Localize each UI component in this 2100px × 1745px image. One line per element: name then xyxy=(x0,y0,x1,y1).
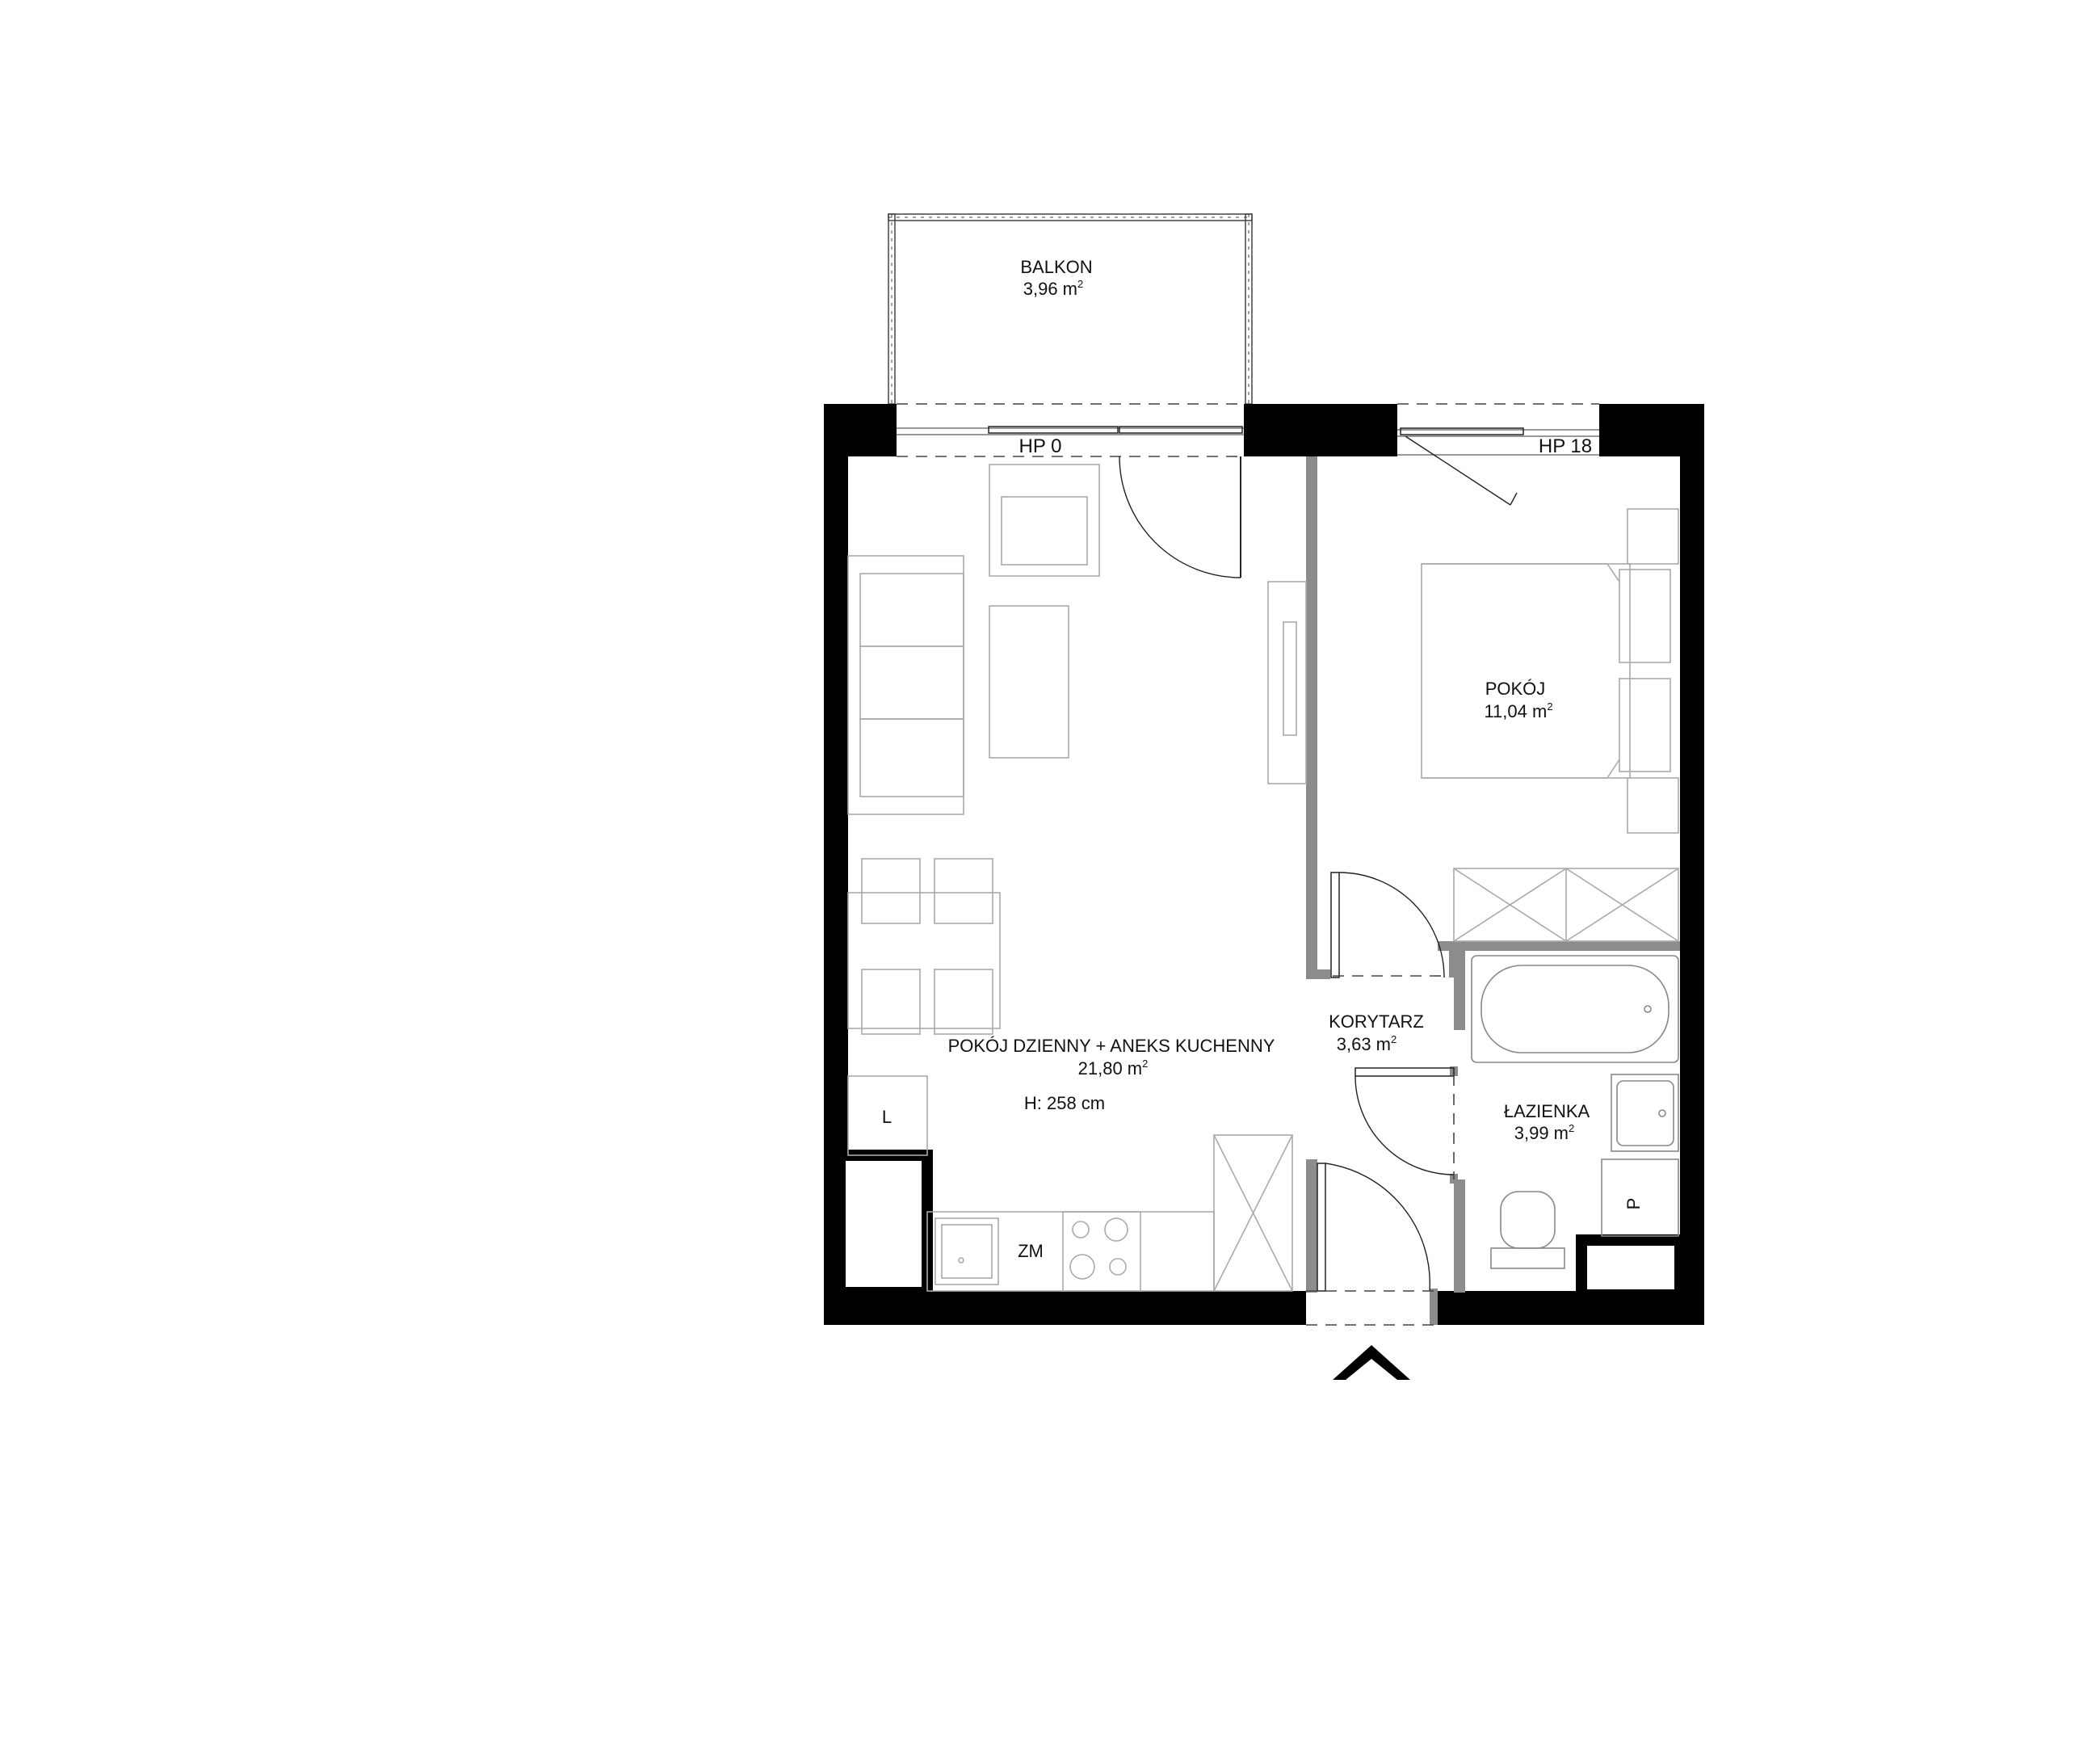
partition-entrance-left xyxy=(1306,1159,1317,1293)
svg-text:3,96 m2: 3,96 m2 xyxy=(1023,278,1084,299)
bathroom-fixtures xyxy=(1471,955,1679,1269)
wall-top-middle xyxy=(1244,404,1397,456)
wall-left-upper xyxy=(824,404,848,1135)
living-height: H: 258 cm xyxy=(1024,1093,1105,1113)
dining-table xyxy=(847,892,1001,1029)
washing-machine xyxy=(1601,1158,1679,1237)
sink xyxy=(934,1217,999,1285)
room-label-bedroom: POKÓJ 11,04 m2 xyxy=(1484,679,1552,721)
partition-bedroom-bath xyxy=(1438,941,1680,951)
svg-text:3,99 m2: 3,99 m2 xyxy=(1514,1122,1575,1143)
bedroom-area: 11,04 m xyxy=(1484,701,1547,721)
entrance-arrow-icon xyxy=(1333,1345,1410,1380)
living-furniture xyxy=(847,464,1307,1156)
hp-0-label: HP 0 xyxy=(1019,435,1062,457)
burner xyxy=(1109,1258,1127,1276)
armchair xyxy=(989,464,1100,577)
dining-chair xyxy=(861,858,921,924)
partition-corridor-bath-bottom xyxy=(1454,1179,1465,1293)
toilet xyxy=(1500,1191,1556,1249)
washbasin xyxy=(1611,1074,1679,1152)
exterior-walls xyxy=(824,404,1704,1325)
hp-18-label: HP 18 xyxy=(1539,435,1592,457)
dining-chair xyxy=(934,969,993,1035)
bedroom-furniture xyxy=(1421,508,1679,942)
shaft-left xyxy=(834,1150,933,1298)
bed xyxy=(1421,563,1631,779)
shaft-bathroom xyxy=(1576,1234,1686,1301)
pillow xyxy=(1619,569,1671,663)
svg-text:11,04 m2: 11,04 m2 xyxy=(1484,700,1552,721)
doors xyxy=(1306,872,1455,1326)
tv xyxy=(1283,621,1297,736)
partition-corridor-bath-top xyxy=(1454,941,1465,1030)
svg-text:3,63 m2: 3,63 m2 xyxy=(1337,1033,1397,1054)
svg-text:21,80 m2: 21,80 m2 xyxy=(1078,1058,1149,1079)
partition-living-bedroom xyxy=(1306,456,1317,978)
interior-partitions xyxy=(1306,456,1680,1325)
corridor-area: 3,63 m xyxy=(1337,1034,1391,1054)
room-label-living: POKÓJ DZIENNY + ANEKS KUCHENNY 21,80 m2 … xyxy=(948,1036,1275,1113)
corridor-name: KORYTARZ xyxy=(1329,1011,1424,1032)
tv-cabinet xyxy=(1267,581,1307,784)
balcony xyxy=(888,213,1253,405)
wall-right xyxy=(1680,404,1704,1325)
nightstand xyxy=(1627,777,1679,834)
coffee-table xyxy=(989,605,1069,759)
room-label-bathroom: ŁAZIENKA 3,99 m2 xyxy=(1504,1101,1590,1143)
burner xyxy=(1072,1221,1090,1238)
bathroom-area: 3,99 m xyxy=(1514,1123,1569,1143)
balcony-railing-left xyxy=(888,213,896,405)
living-area: 21,80 m xyxy=(1078,1058,1143,1079)
burner xyxy=(1104,1217,1128,1242)
dining-chair xyxy=(861,969,921,1035)
pillow xyxy=(1619,678,1671,772)
balcony-area: 3,96 m xyxy=(1023,279,1077,299)
fridge-marker: L xyxy=(882,1107,892,1127)
balcony-name: BALKON xyxy=(1020,257,1092,277)
nightstand xyxy=(1627,508,1679,565)
balcony-door xyxy=(897,426,1244,578)
tall-cabinet xyxy=(1213,1134,1293,1292)
room-label-corridor: KORYTARZ 3,63 m2 xyxy=(1329,1011,1424,1054)
kitchen xyxy=(926,1134,1293,1292)
room-label-balcony: BALKON 3,96 m2 xyxy=(1020,257,1092,299)
bedroom-window xyxy=(1397,403,1599,506)
balcony-railing-right xyxy=(1245,213,1253,405)
sofa xyxy=(847,555,964,815)
cooktop xyxy=(1062,1211,1141,1292)
bathtub xyxy=(1471,955,1679,1063)
bedroom-name: POKÓJ xyxy=(1485,679,1546,699)
washer-marker: P xyxy=(1623,1198,1644,1210)
bathroom-name: ŁAZIENKA xyxy=(1504,1101,1590,1121)
burner xyxy=(1069,1254,1095,1280)
fridge xyxy=(847,1075,928,1156)
living-name: POKÓJ DZIENNY + ANEKS KUCHENNY xyxy=(948,1036,1275,1056)
kitchen-counter xyxy=(926,1211,1215,1292)
dining-chair xyxy=(934,858,993,924)
sink-cabinet-marker: ZM xyxy=(1018,1241,1044,1261)
